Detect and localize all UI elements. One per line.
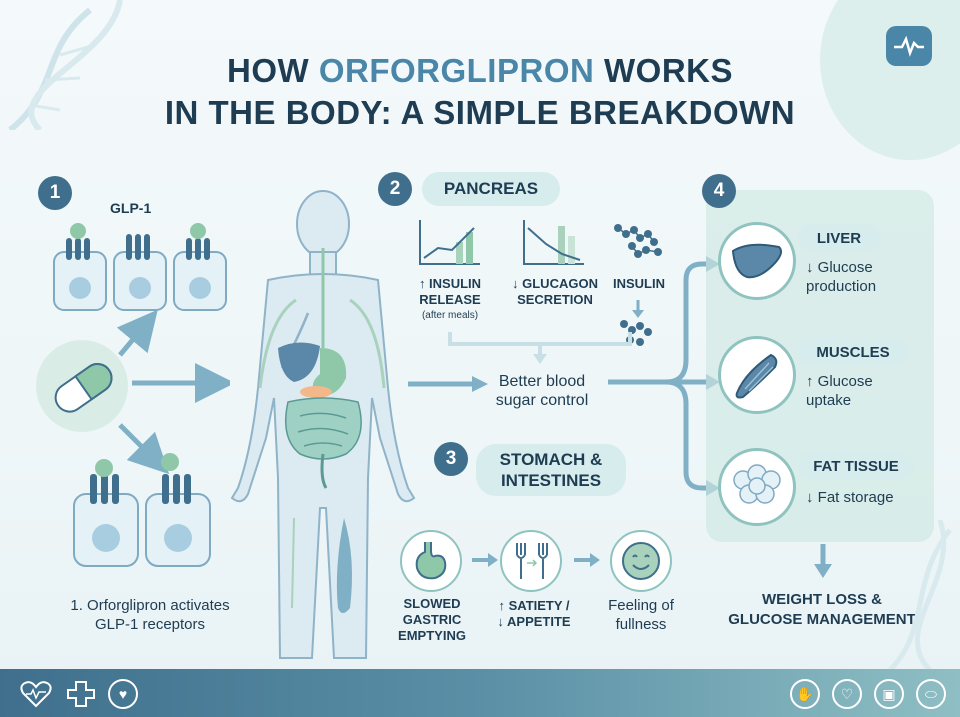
fat-tissue-effect: ↓ Fat storage xyxy=(806,489,894,506)
muscles-pill: MUSCLES xyxy=(798,338,908,366)
fat-cells-icon xyxy=(733,464,781,504)
slowed-gastric-label: SLOWED GASTRIC EMPTYING xyxy=(398,596,466,643)
liver-icon xyxy=(731,243,782,279)
step-3-badge: 3 xyxy=(434,442,468,476)
page-title: HOW ORFORGLIPRON WORKS IN THE BODY: A SI… xyxy=(164,52,796,131)
insulin-molecule-icon xyxy=(614,224,662,258)
dna-decoration-bottom xyxy=(888,520,952,670)
muscle-icon-circle xyxy=(718,336,796,414)
glucagon-label: ↓ GLUCAGON SECRETION xyxy=(512,276,598,307)
insulin-release-label: ↑ INSULIN RELEASE (after meals) xyxy=(418,276,482,321)
step-1-badge: 1 xyxy=(38,176,72,210)
human-body-illustration xyxy=(230,190,416,659)
step-4-badge: 4 xyxy=(702,174,736,208)
muscle-icon xyxy=(735,353,778,399)
better-blood-sugar-text: Better blood sugar control xyxy=(495,373,589,409)
organs-to-result-arrow xyxy=(814,544,832,578)
heart-pulse-icon xyxy=(20,680,52,713)
insulin-label: INSULIN xyxy=(613,276,665,291)
pills-icon: ⬭ xyxy=(916,679,946,709)
liver-icon-circle xyxy=(718,222,796,300)
person-heart-icon: ♡ xyxy=(832,679,862,709)
satiety-appetite-label: ↑ SATIETY / ↓ APPETITE xyxy=(497,598,571,629)
insulin-release-chart-icon xyxy=(419,220,480,265)
medical-cross-icon xyxy=(66,680,96,713)
logo-icon xyxy=(886,26,932,66)
pancreas-connector xyxy=(448,332,632,364)
capsule-icon xyxy=(54,363,113,413)
stomach-icon xyxy=(415,542,447,580)
result-text: WEIGHT LOSS & GLUCOSE MANAGEMENT xyxy=(728,591,916,628)
fat-tissue-pill: FAT TISSUE xyxy=(798,452,914,480)
receptor-cells-bottom xyxy=(73,453,211,567)
fullness-label: Feeling of fullness xyxy=(608,597,674,633)
step3-arrow-1 xyxy=(472,553,498,567)
glucagon-chart-icon xyxy=(523,220,584,265)
heart-circle-icon: ♥ xyxy=(108,679,138,709)
receptor-cells-top xyxy=(53,223,227,311)
step1-caption: 1. Orforglipron activates GLP-1 receptor… xyxy=(70,597,230,633)
stomach-intestines-pill: STOMACH & INTESTINES xyxy=(476,444,626,496)
hands-care-icon: ✋ xyxy=(790,679,820,709)
pill-bottle-icon: ▣ xyxy=(874,679,904,709)
stomach-icon-circle xyxy=(400,530,462,592)
muscles-effect: ↑ Glucose uptake xyxy=(806,373,873,409)
pancreas-pill: PANCREAS xyxy=(422,172,560,206)
step3-arrow-2 xyxy=(574,553,600,567)
fat-tissue-icon-circle xyxy=(718,448,796,526)
smiley-face-icon xyxy=(622,542,660,580)
fork-utensils-icon xyxy=(516,543,548,579)
liver-effect: ↓ Glucose production xyxy=(806,259,877,295)
step1-arrows xyxy=(116,309,230,475)
liver-pill: LIVER xyxy=(798,224,880,252)
utensils-icon-circle xyxy=(500,530,562,592)
step-2-badge: 2 xyxy=(378,172,412,206)
dna-decoration xyxy=(8,0,123,130)
body-to-outcome-arrow xyxy=(408,376,488,392)
glp1-label: GLP-1 xyxy=(110,200,152,216)
smiley-icon-circle xyxy=(610,530,672,592)
